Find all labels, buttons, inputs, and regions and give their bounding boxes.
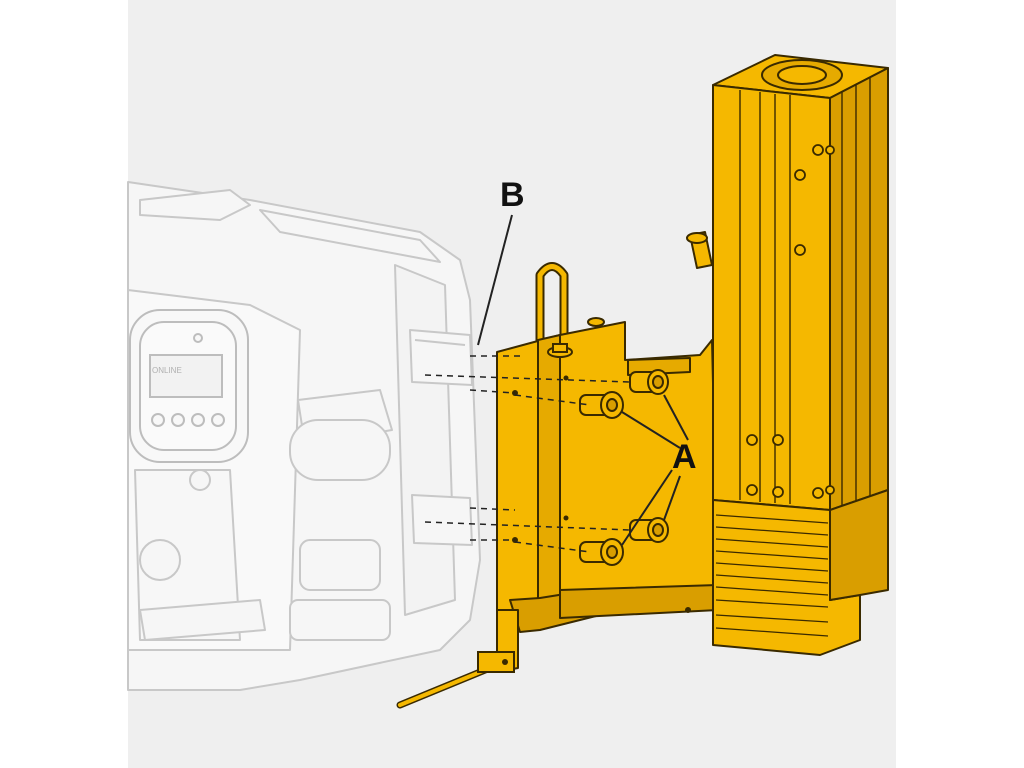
- leader-a-2: [621, 411, 681, 449]
- printer-display-text: ONLINE: [152, 366, 182, 375]
- applicator-unit: [686, 54, 889, 656]
- mounting-bolts: [547, 317, 669, 566]
- callout-label-b: B: [500, 176, 525, 214]
- leader-a-4: [621, 469, 673, 546]
- bolt-upper-2: [579, 391, 624, 419]
- applicator-screws: [746, 144, 835, 499]
- leader-b: [477, 214, 513, 346]
- alignment-lines: [424, 355, 631, 553]
- callout-leaders: [477, 214, 689, 546]
- bolt-upper-1: [629, 369, 669, 395]
- mounting-plate: [496, 262, 719, 673]
- bolt-lower-2: [579, 538, 624, 566]
- callout-label-a: A: [672, 438, 697, 476]
- sensor-rod: [396, 651, 515, 709]
- bolt-lower-1: [629, 517, 669, 543]
- leader-a-3: [663, 475, 681, 521]
- leader-a-1: [663, 394, 689, 441]
- printer-control-panel: [129, 309, 249, 463]
